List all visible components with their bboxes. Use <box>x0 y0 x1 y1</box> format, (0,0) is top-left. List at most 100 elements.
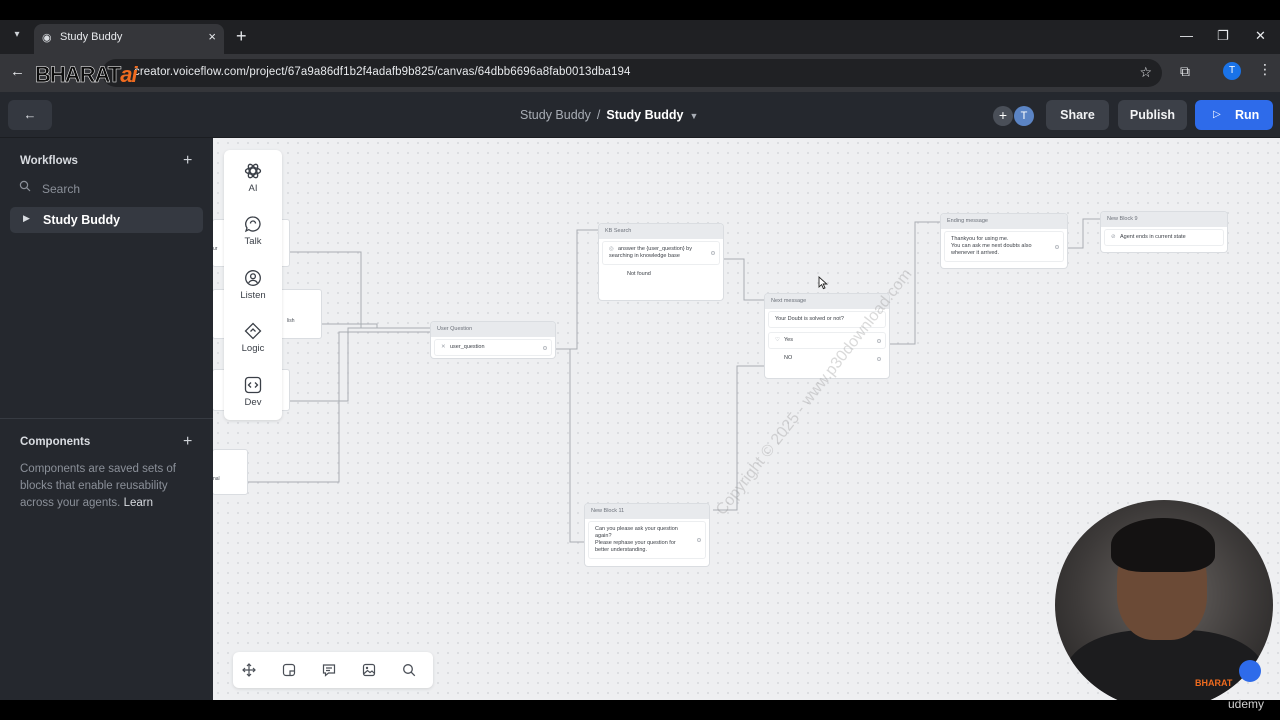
capture-step[interactable]: ✕user_question <box>435 340 551 355</box>
choice-yes[interactable]: ♡Yes <box>769 333 885 348</box>
note-icon[interactable] <box>322 663 336 677</box>
connector-next-ending <box>885 221 941 345</box>
sidebar-item-label: Study Buddy <box>43 213 121 227</box>
kb-search-step[interactable]: ◎answer the {user_question} by searching… <box>603 242 719 264</box>
restore-icon[interactable]: ❐ <box>1217 28 1229 43</box>
bharat-ai-logo: BHARATai <box>35 62 138 88</box>
block-kb-search[interactable]: KB Search ◎answer the {user_question} by… <box>599 224 723 300</box>
end-step[interactable]: ⊘ Agent ends in current state <box>1105 230 1223 245</box>
output-port[interactable] <box>543 345 547 350</box>
breadcrumb-current[interactable]: Study Buddy <box>606 108 684 122</box>
minimize-icon[interactable]: — <box>1180 28 1193 43</box>
chevron-right-icon[interactable]: ▶ <box>23 213 30 223</box>
message-step[interactable]: Your Doubt is solved or not? <box>769 312 885 327</box>
browser-toolbar: ← creator.voiceflow.com/project/67a9a86d… <box>0 54 1280 92</box>
block-new-block-11[interactable]: New Block 11 Can you please ask your que… <box>585 504 709 566</box>
end-icon: ⊘ <box>1111 234 1116 240</box>
step-text: Agent ends in current state <box>1120 234 1186 240</box>
components-description: Components are saved sets of blocks that… <box>20 461 195 512</box>
step-menu-label: Listen <box>240 290 266 301</box>
block-icon[interactable] <box>282 663 296 677</box>
step-menu-logic[interactable]: Logic <box>224 322 282 354</box>
block-next-message[interactable]: Next message Your Doubt is solved or not… <box>765 294 889 378</box>
sidebar: Workflows + Search ▶ Study Buddy Compone… <box>0 138 213 700</box>
block-title: Ending message <box>941 214 1067 229</box>
step-menu-listen[interactable]: Listen <box>224 269 282 301</box>
canvas-toolbar <box>233 652 433 688</box>
browser-menu-icon[interactable]: ⋮ <box>1258 61 1272 77</box>
url-text: creator.voiceflow.com/project/67a9a86df1… <box>134 66 631 78</box>
browser-tab[interactable]: ◉ Study Buddy × <box>34 24 224 54</box>
step-menu-label: Dev <box>244 397 262 408</box>
shirt-logo: BHARAT <box>1195 678 1233 688</box>
partial-block-d[interactable]: nal <box>213 450 247 494</box>
connector-ending-nb9 <box>1065 218 1101 249</box>
browser-back-icon[interactable]: ← <box>10 63 25 80</box>
message-text: Your Doubt is solved or not? <box>775 316 844 322</box>
chat-widget-button[interactable] <box>1239 660 1261 682</box>
search-icon[interactable] <box>402 663 416 677</box>
step-menu-label: AI <box>248 183 258 194</box>
message-line-1: Thankyou for using me. <box>951 236 1009 242</box>
block-title: User Question <box>431 322 555 337</box>
workflow-search-input[interactable]: Search <box>42 182 81 196</box>
run-button[interactable]: ▷ Run <box>1195 100 1273 130</box>
breadcrumb-parent[interactable]: Study Buddy <box>520 108 591 122</box>
bookmark-star-icon[interactable]: ☆ <box>1139 64 1152 80</box>
choice-no[interactable]: NO <box>769 351 885 366</box>
step-menu-label: Logic <box>241 343 265 354</box>
image-icon[interactable] <box>362 663 376 677</box>
add-collaborator-icon[interactable]: + <box>993 106 1013 126</box>
move-icon[interactable] <box>242 663 256 677</box>
sidebar-item-study-buddy[interactable]: ▶ Study Buddy <box>10 207 203 233</box>
extensions-icon[interactable]: ⧉ <box>1180 63 1190 79</box>
output-port[interactable] <box>877 338 881 343</box>
breadcrumb: Study Buddy/Study Buddy▼ <box>520 108 698 122</box>
add-component-icon[interactable]: + <box>183 433 193 450</box>
diamond-icon <box>244 322 262 340</box>
step-menu-label: Talk <box>244 236 262 247</box>
output-port[interactable] <box>697 538 701 542</box>
step-menu-talk[interactable]: Talk <box>224 215 282 247</box>
profile-avatar[interactable]: T <box>1223 62 1241 80</box>
back-button[interactable]: ← <box>8 100 52 130</box>
connector-kb-next <box>723 258 765 301</box>
avatar[interactable]: T <box>1014 106 1034 126</box>
tab-title: Study Buddy <box>60 31 123 43</box>
workflows-title: Workflows <box>20 155 78 167</box>
top-letterbox <box>0 0 1280 20</box>
message-step[interactable]: Thankyou for using me.You can ask me nex… <box>945 232 1063 261</box>
arrow-left-icon: ← <box>23 107 37 122</box>
tab-list-chevron-icon[interactable]: ▾ <box>14 29 20 40</box>
step-menu-dev[interactable]: Dev <box>224 376 282 408</box>
sidebar-divider <box>0 418 213 419</box>
message-step[interactable]: Can you please ask your question again?P… <box>589 522 705 558</box>
connector-uq-nb11 <box>555 348 585 543</box>
publish-button[interactable]: Publish <box>1118 100 1187 130</box>
block-new-block-9[interactable]: New Block 9 ⊘Agent ends in current state <box>1101 212 1227 252</box>
close-tab-icon[interactable]: × <box>208 29 216 44</box>
block-user-question[interactable]: User Question ✕user_question <box>431 322 555 358</box>
address-bar[interactable]: creator.voiceflow.com/project/67a9a86df1… <box>102 59 1162 87</box>
step-menu: AI Talk Listen Logic Dev <box>224 150 282 420</box>
output-port[interactable] <box>711 251 715 255</box>
not-found-path[interactable]: Not found <box>603 267 719 282</box>
add-workflow-icon[interactable]: + <box>183 152 193 169</box>
learn-link[interactable]: Learn <box>123 497 153 509</box>
chevron-down-icon[interactable]: ▼ <box>689 111 699 121</box>
output-port[interactable] <box>1055 244 1059 249</box>
capture-icon: ✕ <box>441 344 446 350</box>
output-port[interactable] <box>877 356 881 361</box>
step-menu-ai[interactable]: AI <box>224 162 282 194</box>
connector-no-nb11 <box>713 365 765 511</box>
share-button[interactable]: Share <box>1046 100 1109 130</box>
block-ending-message[interactable]: Ending message Thankyou for using me.You… <box>941 214 1067 268</box>
mouse-cursor-icon <box>818 276 828 290</box>
udemy-watermark: udemy <box>1228 697 1265 711</box>
partial-text-c: nal <box>213 476 220 482</box>
block-title: KB Search <box>599 224 723 239</box>
close-window-icon[interactable]: ✕ <box>1255 28 1266 43</box>
new-tab-icon[interactable]: + <box>236 26 247 46</box>
openai-icon <box>244 163 262 179</box>
